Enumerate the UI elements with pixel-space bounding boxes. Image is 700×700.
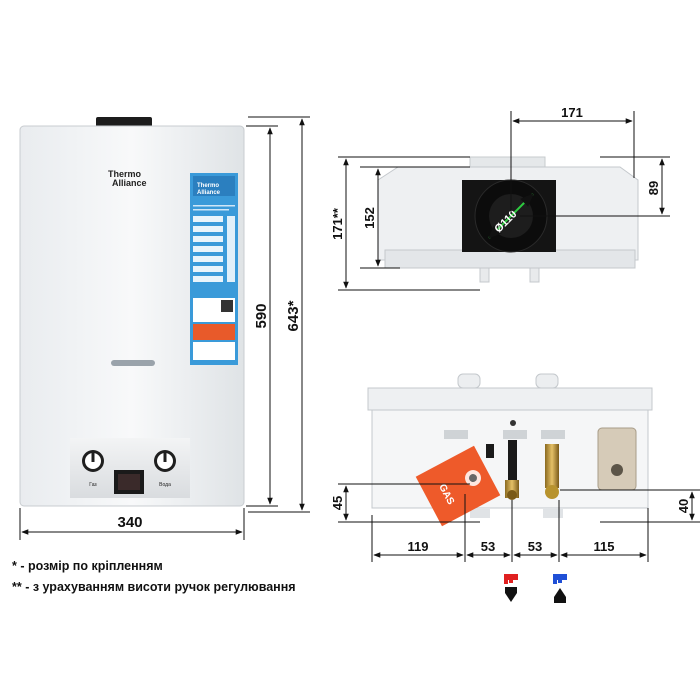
- front-dimensions: [19, 116, 310, 540]
- hot-water-outlet-icon: [504, 574, 518, 602]
- width-label: 340: [117, 514, 142, 531]
- spacing-2-label: 53: [528, 539, 542, 554]
- footnotes: * - розмір по кріпленням ** - з урахуван…: [12, 556, 296, 598]
- depth-label: 152: [362, 207, 377, 229]
- side-depth-label: 89: [646, 181, 661, 195]
- top-dimensions: [338, 111, 670, 291]
- right-offset-label: 115: [594, 539, 615, 554]
- footnote-knobs: ** - з урахуванням висоти ручок регулюва…: [12, 580, 296, 594]
- info-sticker: Thermo Alliance: [190, 173, 238, 365]
- qr-code-icon: [221, 300, 233, 312]
- sticker-brand-line1: Thermo: [197, 183, 219, 189]
- flame-window: [111, 360, 155, 366]
- knob-label-water: Вода: [159, 482, 171, 488]
- front-flue-collar: [96, 117, 152, 127]
- left-height-label: 45: [330, 496, 345, 510]
- top-view: Ø110: [377, 156, 639, 283]
- brand-line2: Alliance: [112, 178, 147, 188]
- battery-box: [597, 427, 637, 491]
- bottom-view: GAS: [367, 373, 653, 527]
- cold-water-inlet-icon: [553, 574, 567, 603]
- cold-water-inlet: [545, 444, 559, 488]
- sticker-brand-line2: Alliance: [197, 190, 221, 196]
- total-depth-label: 171**: [330, 207, 345, 240]
- footnote-mounting: * - розмір по кріпленням: [12, 559, 163, 573]
- bottom-dimensions: [338, 483, 700, 562]
- length-label: 171: [561, 105, 583, 120]
- heater-body: [19, 125, 245, 507]
- spacing-1-label: 53: [481, 539, 495, 554]
- front-view: Thermo Alliance Thermo Alliance: [19, 117, 245, 507]
- left-offset-label: 119: [408, 539, 429, 554]
- mount-height-label: 643*: [285, 300, 302, 331]
- gas-tag: GAS: [415, 445, 501, 527]
- water-knob: [154, 450, 176, 472]
- brand-line1: Thermo: [108, 169, 142, 179]
- right-height-label: 40: [676, 499, 691, 513]
- gas-knob: [82, 450, 104, 472]
- height-label: 590: [253, 303, 270, 328]
- knob-label-gas: Газ: [89, 482, 97, 488]
